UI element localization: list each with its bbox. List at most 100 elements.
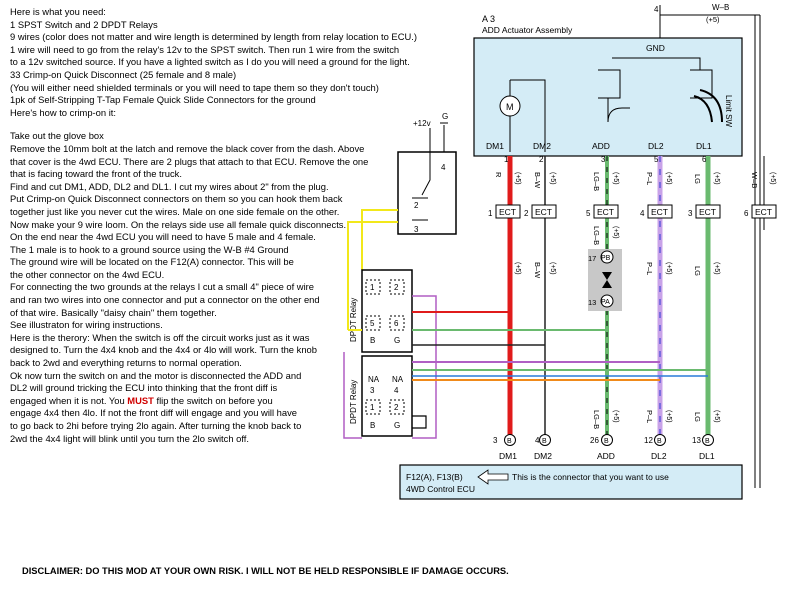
step-line: Find and cut DM1, ADD, DL2 and DL1. I cu…	[10, 180, 329, 192]
step-line: that cover is the 4wd ECU. There are 2 p…	[10, 155, 369, 167]
ect-label: ECT	[597, 207, 614, 217]
theory-line: Here is the therory: When the switch is …	[10, 331, 310, 343]
ect-box	[531, 204, 557, 219]
pin-num: 1	[504, 155, 509, 164]
ecu-connector-label: F12(A), F13(B)	[406, 472, 463, 482]
relay1-pin6: 6	[394, 319, 399, 328]
wire-tag: (+5)	[549, 172, 556, 185]
wire-tag: (+5)	[769, 172, 776, 185]
relay1-terminal	[389, 315, 405, 331]
wire-color-label: B–W	[533, 262, 542, 279]
step-line: On the end near the 4wd ECU you will nee…	[10, 231, 316, 243]
relay1-terminal	[389, 279, 405, 295]
top-wire-tag: (+5)	[706, 15, 720, 24]
ecu-pin-num: 4	[535, 436, 540, 445]
need-line: 1 wire will need to go from the relay's …	[10, 43, 400, 55]
pb-label: PB	[601, 255, 611, 262]
relay2-terminal	[365, 399, 381, 415]
step-line: The ground wire will be located on the F…	[10, 256, 294, 268]
ect-connector: 5 ECT	[586, 204, 619, 219]
add-switch-contact	[598, 69, 621, 99]
pin-name: DM2	[533, 141, 551, 151]
relay2-terminal	[389, 399, 405, 415]
ect-pin: 2	[524, 209, 529, 218]
theory-line: Ok now turn the switch on and the motor …	[10, 369, 302, 381]
step-line: Now make your 9 wire loom. On the relays…	[10, 218, 347, 230]
switch-pin3: 3	[414, 225, 419, 234]
add-switch-arm	[607, 98, 630, 123]
wire-color-label: LG	[693, 174, 702, 184]
ect-pin: 6	[744, 209, 749, 218]
ecu-conn: B	[657, 438, 662, 445]
ecu-pin-label: DL1	[699, 451, 715, 461]
wire-color-label: LG–B	[592, 172, 601, 191]
ecu-conn: B	[542, 438, 547, 445]
theory-line: DL2 will ground tricking the ECU into th…	[10, 382, 278, 394]
wire-tag: (+5)	[713, 410, 720, 423]
switch-ground: G	[442, 112, 448, 121]
ect-label: ECT	[651, 207, 668, 217]
ecu-pin: 12 B DL2	[644, 434, 667, 461]
ecu-pin-label: DM1	[499, 451, 517, 461]
wire-color-label: LG–B	[592, 410, 601, 429]
wire-color-label: LG–B	[592, 226, 601, 245]
need-line: 9 wires (color does not matter and wire …	[10, 31, 417, 43]
relay2-na: NA	[368, 375, 380, 384]
ecu-pin-label: ADD	[597, 451, 615, 461]
wire-tag: (+5)	[612, 410, 619, 423]
ect-box	[495, 204, 521, 219]
purple-wire-2	[343, 352, 362, 439]
ect-connector: 1 ECT	[488, 204, 521, 219]
wire-tag: (+5)	[514, 172, 521, 185]
purple-wire	[412, 295, 437, 439]
wire-color-label: LG	[693, 412, 702, 422]
ecu-pin-label: DL2	[651, 451, 667, 461]
ecu-pin-circle	[504, 434, 516, 446]
theory-pre-must: engaged when it is not. You	[10, 394, 128, 406]
ect-pin: 5	[586, 209, 591, 218]
ect-pin: 1	[488, 209, 493, 218]
relay1-g: G	[394, 336, 400, 345]
ecu-pin: 3 B DM1	[493, 434, 517, 461]
theory-line: designed to. Turn the 4x4 knob and the 4…	[10, 344, 317, 356]
ecu-pin: 4 B DM2	[534, 434, 552, 461]
ect-label: ECT	[699, 207, 716, 217]
ecu-pin-label: DM2	[534, 451, 552, 461]
need-line: 1 SPST Switch and 2 DPDT Relays	[10, 18, 158, 30]
relay2-pin1: 1	[370, 403, 375, 412]
ect-pin: 4	[640, 209, 645, 218]
wire-tag: (+5)	[612, 172, 619, 185]
wire-tag: (+5)	[665, 172, 672, 185]
wire-tag: (+5)	[514, 262, 521, 275]
relay2-pin2: 2	[394, 403, 399, 412]
wire-color-label: P–L	[645, 262, 654, 275]
step-line: Remove the 10mm bolt at the latch and re…	[10, 142, 365, 154]
theory-line: to go back to 2hi before trying 2lo agai…	[10, 420, 302, 431]
yellow-wire	[347, 221, 398, 330]
ect-label: ECT	[499, 207, 516, 217]
ecu-conn: B	[507, 438, 512, 445]
motor-lead-2	[510, 79, 546, 152]
wire-tag: (+5)	[713, 172, 720, 185]
ect-box	[593, 204, 619, 219]
theory-post-must: flip the switch on before you	[153, 394, 273, 406]
theory-line: engage 4x4 then 4lo. If not the front di…	[10, 407, 298, 419]
wire-tag: (+5)	[612, 226, 619, 239]
ecu-conn: B	[604, 438, 609, 445]
ecu-pin-num: 3	[493, 436, 498, 445]
need-line: 1pk of Self-Stripping T-Tap Female Quick…	[10, 94, 316, 106]
limit-sw-label: Limit SW	[724, 95, 733, 127]
step-line: the other connector on the 4wd ECU.	[10, 268, 165, 280]
junction-arrow	[602, 272, 612, 280]
step-line: together just like you never cut the wir…	[10, 205, 340, 217]
relay-1-box	[361, 269, 413, 353]
pin-num: 2	[539, 155, 544, 164]
ecu-conn: B	[705, 438, 710, 445]
wire-color-label: LG	[693, 266, 702, 276]
relay2-b: B	[370, 421, 375, 430]
pa-label: PA	[601, 299, 610, 306]
pin-name: ADD	[592, 141, 610, 151]
theory-line: 2wd the 4x4 light will blink until you t…	[10, 432, 250, 444]
relay1-pin5: 5	[370, 319, 375, 328]
ecu-pin-circle	[539, 434, 551, 446]
